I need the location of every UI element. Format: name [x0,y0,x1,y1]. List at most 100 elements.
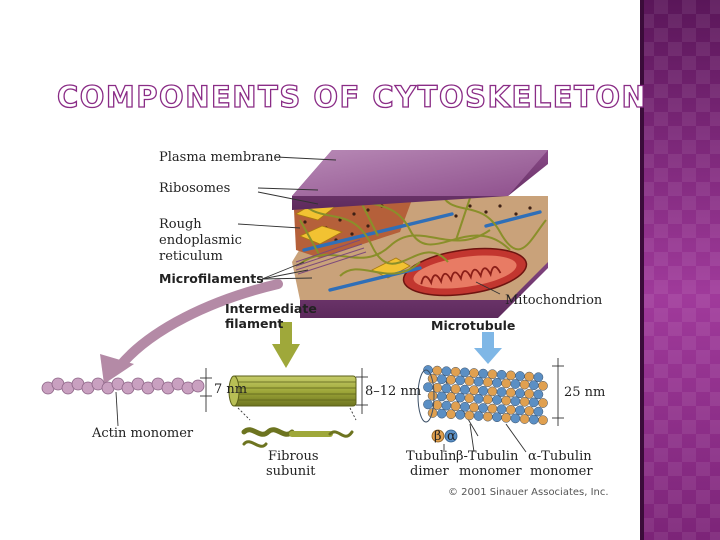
tubulin-subunit [492,377,502,388]
actin-leader [115,391,119,427]
tubulin-subunit [524,406,535,416]
tubulin-subunit [487,386,498,397]
label-alpha-tubulin-2: monomer [530,464,593,479]
tubulin-subunit [473,411,484,421]
tubulin-subunit [496,369,507,380]
tubulin-subunit [528,397,539,408]
tubulin-subunit [446,409,456,420]
label-tubulin-dimer-1: Tubulin [406,449,457,464]
tubulin-subunit [436,374,447,385]
tubulin-subunit [455,409,466,420]
tubulin-subunit [441,400,452,411]
tubulin-subunit [510,379,521,389]
label-intermediate-1: Intermediate [225,301,317,316]
intermediate-dimension-mark [237,368,368,421]
tubulin-subunit [482,377,493,388]
leader-lines [237,156,501,437]
tubulin-subunit [515,371,525,381]
tubulin-subunit [455,392,466,403]
tubulin-dimer-pair [431,429,458,443]
label-beta-tubulin-1: β-Tubulin [456,449,519,464]
tubulin-subunit [515,405,525,416]
tubulin-subunit [492,395,502,405]
tubulin-subunit [524,371,535,382]
tubulin-subunit [459,384,470,395]
tubulin-subunit [436,391,447,402]
diagram-labels: Plasma membrane Ribosomes Rough endoplas… [91,150,609,498]
intermediate-filament [228,375,357,407]
tubulin-subunit [519,379,530,390]
tubulin-subunit [478,403,489,413]
microtubule-dimension-mark [552,358,564,426]
tubulin-subunit [432,365,443,376]
tubulin-subunit [473,376,484,387]
label-rough-er-1: Rough [159,217,202,232]
label-beta-tubulin-2: monomer [459,464,522,479]
slide-title: COMPONENTS OF CYTOSKELETON [56,79,648,114]
upper-membrane-top [292,150,548,196]
tubulin-subunit [441,383,452,394]
label-mitochondrion: Mitochondrion [505,293,603,308]
label-fibrous-1: Fibrous [268,449,319,464]
tubulin-subunit [469,402,479,413]
tubulin-subunit [482,411,493,422]
tubulin-subunit [524,388,535,399]
microfilament-arrow [100,279,283,384]
tubulin-subunit [496,404,507,415]
dimension-intermediate: 8–12 nm [365,384,421,399]
label-rough-er-3: reticulum [159,249,223,264]
tubulin-subunit [446,374,456,385]
label-fibrous-2: subunit [266,464,316,479]
label-alpha-tubulin-1: α-Tubulin [528,449,592,464]
tubulin-subunit [441,366,452,377]
dimension-microfilament: 7 nm [214,382,247,397]
tubulin-subunit [501,412,512,423]
tubulin-subunit [515,388,525,399]
decorative-side-band [640,0,720,540]
tubulin-subunit [450,384,461,394]
label-intermediate-2: filament [225,316,283,331]
tubulin-subunit [528,414,539,425]
tubulin-subunit [446,392,456,402]
label-rough-er-2: endoplasmic [159,233,242,248]
tubulin-subunit [478,385,489,396]
tubulin-subunit [450,366,461,377]
tubulin-subunit [528,380,539,391]
tubulin-subunit [478,368,489,379]
tubulin-subunit [496,387,507,397]
label-actin-monomer: Actin monomer [91,426,194,441]
tubulin-subunit [482,394,493,405]
microtubule-cylinder [417,365,548,426]
tubulin-subunit [455,375,466,386]
intermediate-arrow [272,322,300,368]
tubulin-subunit [469,385,479,396]
tubulin-subunit [519,396,530,407]
label-alpha-symbol: α [447,429,456,444]
tubulin-leaders [443,423,527,453]
tubulin-subunit [464,393,475,404]
tubulin-subunit [510,413,521,424]
tubulin-subunit [450,401,461,412]
tubulin-subunit [436,408,447,419]
fibrous-subunit [241,427,354,448]
tubulin-subunit [538,380,548,391]
tubulin-subunit [464,410,475,421]
tubulin-subunit [423,382,433,393]
copyright-notice: © 2001 Sinauer Associates, Inc. [448,487,609,498]
tubulin-subunit [505,404,516,415]
tubulin-subunit [505,387,516,398]
tubulin-subunit [519,414,530,424]
label-tubulin-dimer-2: dimer [410,464,450,479]
tubulin-subunit [459,401,470,412]
tubulin-subunit [538,398,548,408]
mitochondrion [402,247,528,297]
tubulin-subunit [501,378,512,389]
label-plasma-membrane: Plasma membrane [159,150,282,165]
tubulin-subunit [492,412,502,423]
label-microtubule: Microtubule [431,318,515,333]
dimension-microtubule: 25 nm [564,385,605,400]
tubulin-subunit [533,406,544,417]
tubulin-subunit [469,368,479,378]
tubulin-subunit [501,395,512,406]
